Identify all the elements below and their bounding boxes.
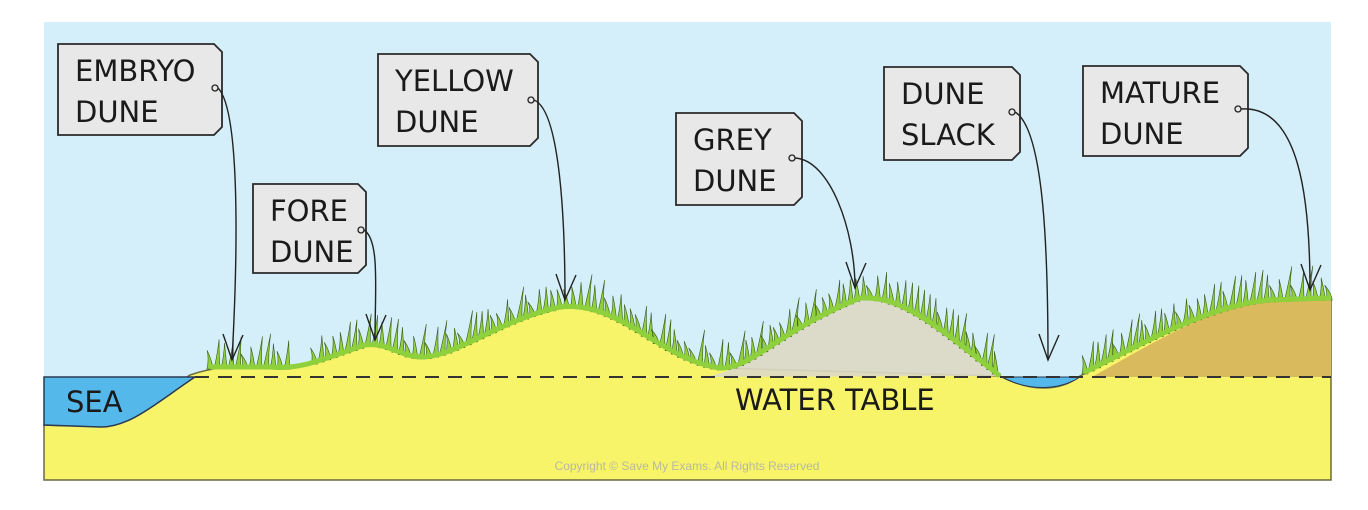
- grass-blade: [953, 314, 961, 345]
- grass-blade: [384, 317, 392, 350]
- arrowhead-icon: [365, 313, 387, 342]
- grass-blade: [283, 340, 291, 370]
- grass-blade: [942, 307, 949, 336]
- grass-blade: [1228, 275, 1236, 310]
- label-yellow: YELLOW DUNE: [377, 53, 577, 302]
- grass-blade: [658, 313, 667, 348]
- arrow-line: [363, 229, 377, 341]
- label-text: YELLOW: [394, 64, 514, 98]
- grass-blade: [515, 286, 525, 322]
- grass-blade: [397, 327, 405, 356]
- grass-blade: [262, 333, 271, 370]
- arrowhead-icon: [222, 333, 244, 362]
- grass-blade: [874, 275, 881, 302]
- grass-blade: [900, 280, 908, 310]
- label-embryo: EMBRYO DUNE: [57, 43, 244, 362]
- grass-blade: [616, 294, 624, 323]
- grass-blade: [213, 339, 221, 370]
- grass-blade: [1235, 275, 1243, 308]
- arrow-line: [794, 157, 856, 289]
- label-text: FORE: [270, 194, 348, 228]
- label-box: [675, 112, 803, 206]
- label-grey: GREY DUNE: [675, 112, 867, 290]
- grass-blade: [418, 323, 427, 360]
- grass-blade: [880, 272, 888, 303]
- grass-blade: [391, 318, 399, 353]
- label-box: [883, 66, 1021, 161]
- grass: [206, 265, 1333, 378]
- arrowhead-icon: [1038, 333, 1060, 362]
- label-text: DUNE: [75, 95, 159, 129]
- grass-blade: [913, 285, 920, 317]
- grass-blade: [1255, 269, 1264, 304]
- label-text: DUNE: [901, 77, 985, 111]
- grass-blade: [576, 282, 584, 310]
- grass-blade: [716, 339, 724, 371]
- mature-dune: [1092, 300, 1331, 377]
- sea-label: SEA: [66, 385, 123, 419]
- label-mature: MATURE DUNE: [1082, 65, 1322, 292]
- grass-blade: [670, 329, 678, 355]
- label-text: DUNE: [1100, 117, 1184, 151]
- grass-blade: [610, 295, 617, 320]
- label-text: GREY: [693, 123, 772, 157]
- grass-blade: [1249, 271, 1257, 305]
- arrowhead-icon: [1300, 263, 1322, 292]
- grass-blade: [234, 336, 242, 370]
- label-fore: FORE DUNE: [252, 183, 387, 342]
- water-table-label: WATER TABLE: [735, 383, 935, 417]
- grey-dune: [705, 297, 1000, 377]
- grass-blade: [597, 280, 605, 315]
- grass-strip: [210, 295, 1002, 378]
- arrowhead-icon: [555, 273, 577, 302]
- grass-blade: [583, 274, 593, 311]
- grass-blade: [696, 329, 705, 366]
- label-slack: DUNE SLACK: [883, 66, 1060, 362]
- arrow-line: [1014, 111, 1049, 361]
- grass-blade: [919, 289, 926, 320]
- arrow-line: [1240, 108, 1311, 291]
- arrowhead-icon: [845, 261, 867, 290]
- grass-blade: [269, 343, 277, 370]
- label-text: MATURE: [1100, 76, 1220, 110]
- label-text: EMBRYO: [75, 54, 196, 88]
- grass-blade: [378, 322, 385, 349]
- grass-blade: [1283, 266, 1293, 302]
- grass-strip: [1083, 295, 1332, 375]
- grass-blade: [1304, 265, 1314, 302]
- label-text: DUNE: [270, 235, 354, 269]
- arrow-line: [533, 99, 566, 301]
- grass-blade: [958, 313, 967, 349]
- label-text: DUNE: [693, 164, 777, 198]
- grass-blade: [894, 281, 901, 307]
- grass-blade: [646, 312, 654, 341]
- label-text: DUNE: [395, 105, 479, 139]
- label-box: [252, 183, 367, 274]
- grass-blade: [364, 313, 372, 348]
- grass-blade: [930, 298, 938, 328]
- label-box: [377, 53, 539, 147]
- grass-blade: [590, 284, 598, 313]
- copyright-text: Copyright © Save My Exams. All Rights Re…: [555, 459, 820, 473]
- label-box: [57, 43, 223, 136]
- grass-blade: [255, 336, 263, 370]
- grass-blade: [947, 309, 955, 340]
- arrow-line: [217, 87, 237, 361]
- label-box: [1082, 65, 1249, 157]
- grass-blade: [924, 294, 932, 324]
- grass-blade: [664, 319, 672, 352]
- grass-blade: [986, 334, 995, 371]
- grass-blade: [980, 332, 988, 366]
- grass-blade: [438, 320, 448, 356]
- grass-blade: [640, 305, 648, 337]
- label-text: SLACK: [901, 118, 996, 152]
- grass-blade: [906, 282, 914, 313]
- sea: [43, 376, 198, 428]
